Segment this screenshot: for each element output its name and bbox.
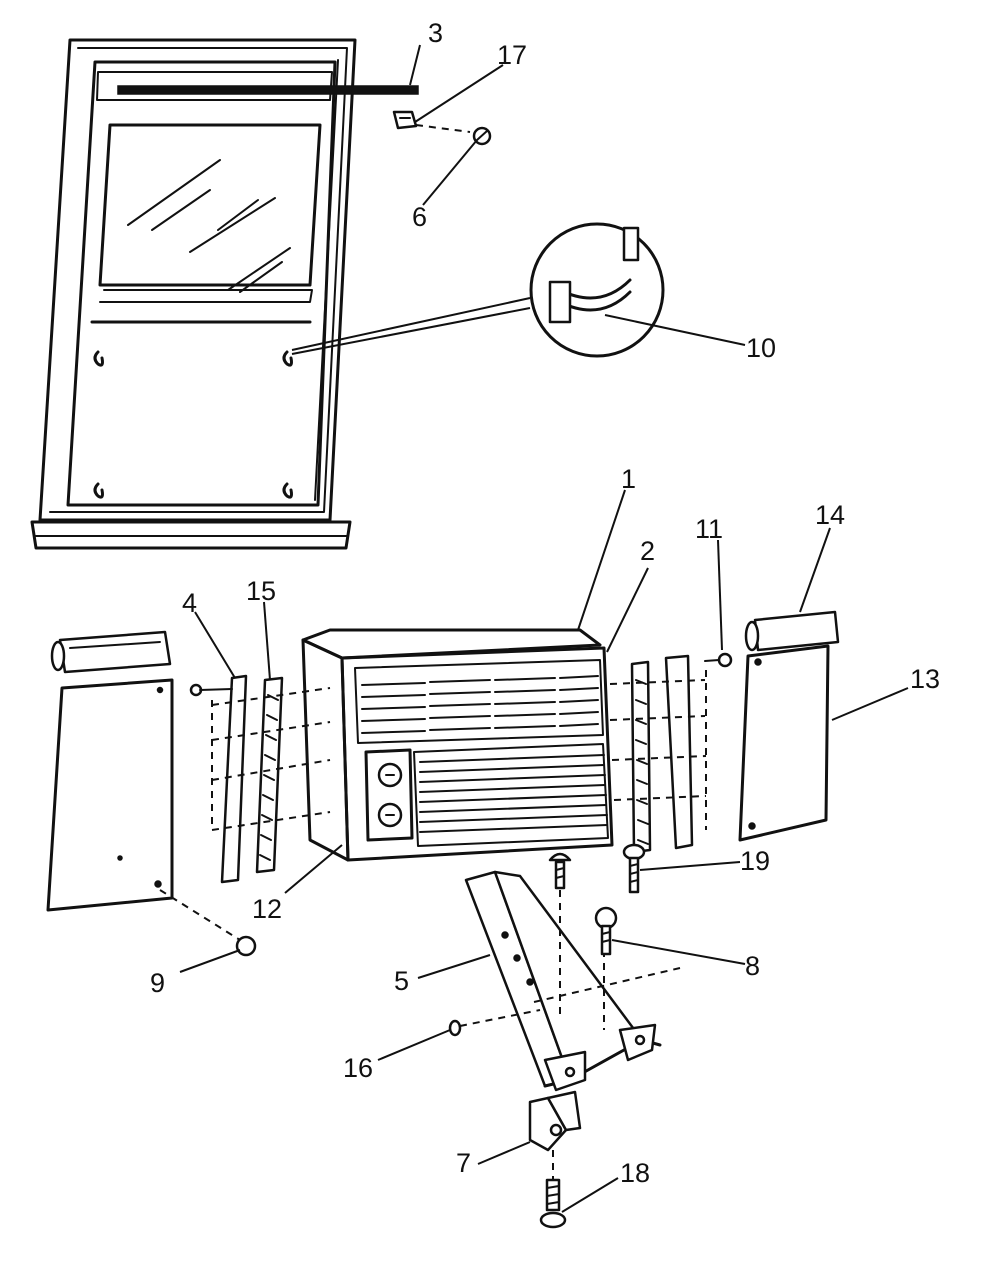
- callout-19: 19: [740, 846, 770, 876]
- callout-15: 15: [246, 576, 276, 606]
- callout-3: 3: [428, 18, 443, 48]
- callout-11: 11: [695, 514, 723, 544]
- callout-5: 5: [394, 966, 409, 996]
- right-curtain-top-rail: [744, 610, 840, 652]
- callout-13: 13: [910, 664, 940, 694]
- left-curtain-top-rail: [50, 630, 172, 674]
- control-knobs: [377, 762, 403, 828]
- callout-1: 1: [621, 464, 636, 494]
- callout-14: 14: [815, 500, 845, 530]
- callout-7: 7: [456, 1148, 471, 1178]
- screw-11: [704, 652, 733, 668]
- screw-16: [448, 1019, 462, 1037]
- left-attachment-lines: [159, 687, 331, 941]
- screw-top-left: [548, 852, 572, 890]
- callout-4: 4: [182, 588, 197, 618]
- callout-16: 16: [343, 1053, 373, 1083]
- latch: [392, 110, 471, 133]
- right-frame-channel: [664, 654, 694, 850]
- left-side-curtain-panel: [46, 678, 174, 912]
- panel-hooks: [93, 350, 293, 499]
- screw-9: [235, 935, 257, 957]
- ac-unit-cabinet: [301, 628, 614, 862]
- support-bracket: [459, 870, 681, 1092]
- screw-6: [472, 126, 492, 146]
- right-side-curtain-panel: [738, 644, 830, 842]
- callout-10: 10: [746, 333, 776, 363]
- screw-8: [594, 906, 618, 956]
- callout-18: 18: [620, 1158, 650, 1188]
- callout-6: 6: [412, 202, 427, 232]
- callout-9: 9: [150, 968, 165, 998]
- callout-8: 8: [745, 951, 760, 981]
- callout-12: 12: [252, 894, 282, 924]
- callout-2: 2: [640, 536, 655, 566]
- right-attachment-lines: [609, 670, 707, 830]
- right-foam-strip: [630, 660, 652, 854]
- left-foam-strip: [255, 676, 284, 874]
- bolt-18: [539, 1150, 567, 1229]
- strap-detail-inset: [291, 222, 665, 358]
- callout-labels: 3 17 6 10 1 2 11 14 13 4 15 12 9 19 8 5 …: [150, 18, 940, 1188]
- callout-17: 17: [497, 40, 527, 70]
- window-frame: [30, 38, 357, 550]
- left-frame-channel: [189, 674, 248, 884]
- bottom-clip: [528, 1090, 582, 1152]
- screw-19: [622, 843, 646, 894]
- top-rail-strip: [117, 85, 419, 95]
- leader-lines: [179, 44, 909, 1213]
